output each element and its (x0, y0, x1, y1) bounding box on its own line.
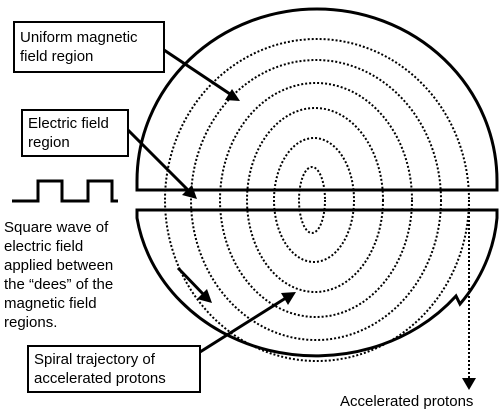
orbit (190, 59, 442, 341)
electric-field-arrow (126, 128, 192, 194)
orbit (219, 82, 413, 318)
square-wave-arrow (176, 266, 207, 298)
uniform-field-label-box (13, 21, 165, 73)
lower-dee (135, 208, 499, 358)
uniform-field-label: Uniform magnetic field region (20, 29, 142, 65)
electric-field-label-box (21, 109, 129, 157)
electric-field-arrowhead (182, 185, 197, 199)
output-label: Accelerated protons (340, 393, 473, 410)
exit-arrowhead (462, 378, 476, 390)
orbit (273, 137, 355, 263)
spiral-arrowhead (281, 292, 296, 305)
electric-field-label: Electric field region (28, 115, 113, 151)
spiral-trajectory (164, 38, 470, 378)
spiral-label-box (27, 345, 201, 393)
uniform-field-arrowhead (225, 89, 240, 101)
orbit (164, 38, 470, 362)
square-wave-label: Square wave of electric field applied be… (4, 219, 117, 331)
orbit (246, 107, 384, 293)
upper-dee (135, 7, 499, 192)
spiral-label: Spiral trajectory of accelerated protons (34, 351, 166, 387)
uniform-field-arrow (163, 48, 234, 98)
square-wave-icon (12, 179, 118, 203)
square-wave-arrowhead (197, 289, 212, 303)
spiral-arrow (199, 294, 290, 354)
orbit (298, 166, 326, 234)
